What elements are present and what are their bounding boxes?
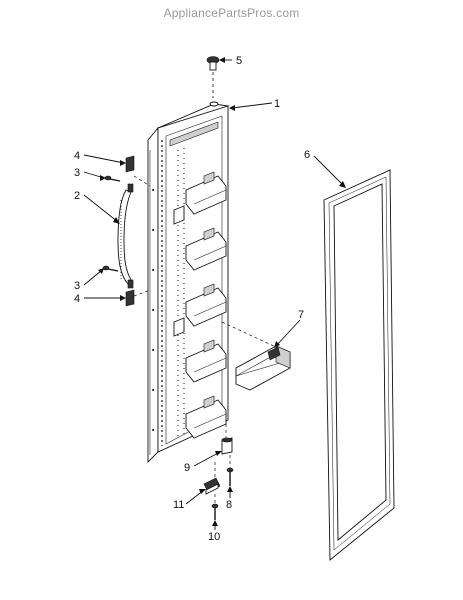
screw-part-5 (206, 56, 220, 98)
callout-1: 1 (274, 98, 280, 110)
door-edge-dots (152, 189, 154, 431)
callout-2: 2 (74, 190, 80, 202)
door-handle-part-2 (117, 183, 134, 289)
callout-10: 10 (208, 531, 220, 543)
callout-9: 9 (184, 462, 190, 474)
screw-part-8 (226, 467, 234, 486)
door-shelf-4 (185, 339, 227, 383)
watermark-text: AppliancePartsPros.com (163, 6, 300, 20)
callout-11: 11 (173, 499, 184, 511)
callout-8: 8 (226, 499, 232, 511)
callout-6: 6 (304, 149, 310, 161)
screw-part-10 (211, 503, 219, 520)
handle-cap-upper-part-4 (125, 155, 135, 173)
callout-3-upper: 3 (74, 167, 80, 179)
callout-7: 7 (298, 309, 304, 321)
door-shelf-1 (185, 171, 227, 215)
door-bin-part-7 (235, 345, 291, 391)
callout-3-lower: 3 (74, 280, 80, 292)
callout-4-upper: 4 (74, 150, 80, 162)
hinge-bushing-part-9 (221, 437, 233, 455)
door-shelf-2 (185, 227, 227, 271)
door-assembly (147, 101, 230, 464)
callout-4-lower: 4 (74, 293, 80, 305)
handle-cap-lower-part-4 (125, 289, 135, 307)
callout-5: 5 (236, 55, 242, 67)
door-gasket-part-6 (323, 169, 395, 561)
door-shelf-3 (185, 283, 227, 327)
leader-lines (83, 57, 346, 530)
hinge-block-part-11 (203, 477, 221, 495)
handle-screw-lower-part-3 (102, 265, 119, 272)
handle-screw-upper-part-3 (104, 175, 121, 182)
